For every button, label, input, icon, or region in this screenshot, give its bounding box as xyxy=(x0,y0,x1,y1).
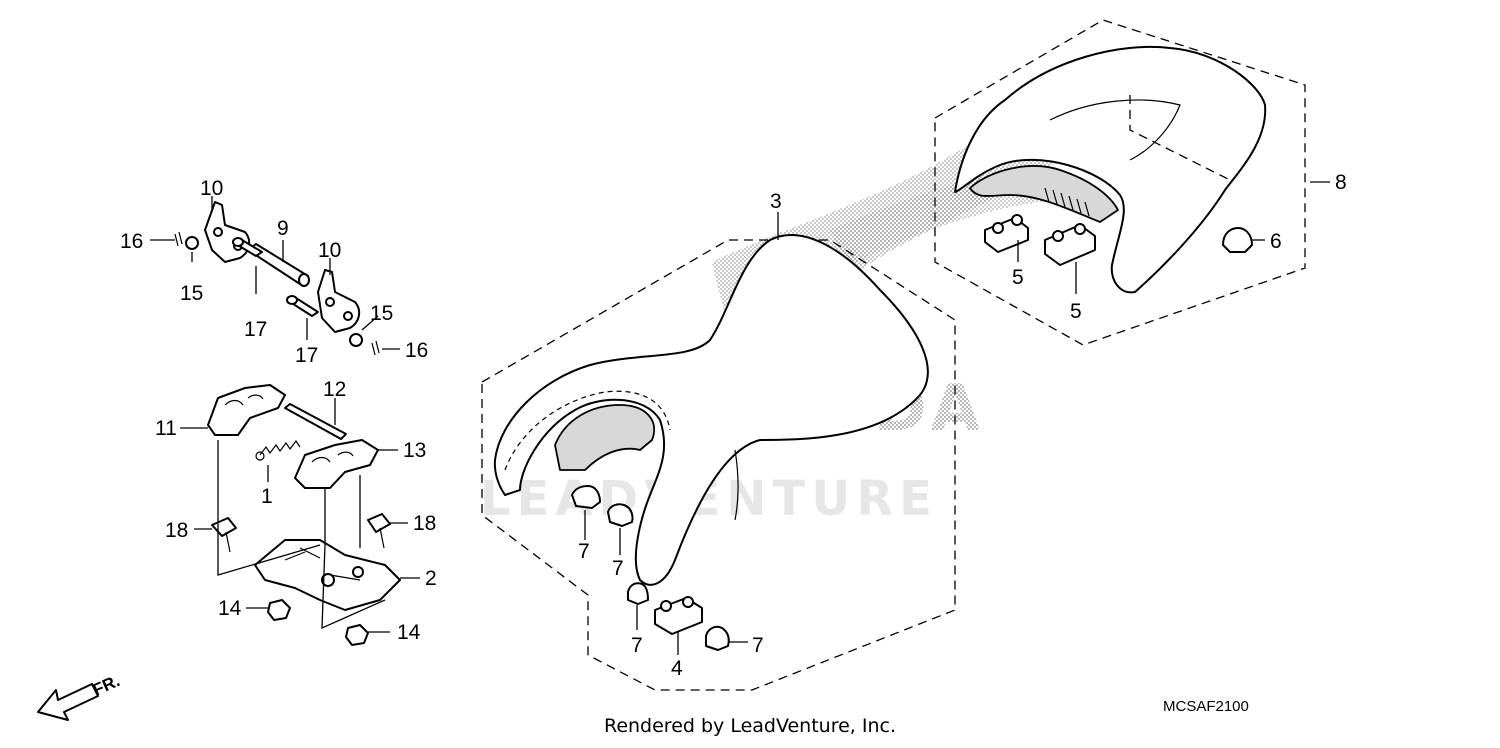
callout-18b: 18 xyxy=(413,512,436,535)
callout-1: 1 xyxy=(261,485,273,508)
main-seat-seam xyxy=(504,390,671,471)
callout-5a: 5 xyxy=(1012,266,1024,289)
callout-labels: 1 2 3 4 5 5 6 7 7 7 7 8 9 10 10 11 12 13… xyxy=(120,171,1347,680)
callout-6: 6 xyxy=(1270,230,1282,253)
callout-17a: 17 xyxy=(244,318,267,341)
callout-8: 8 xyxy=(1335,171,1347,194)
main-seat-rubber-d xyxy=(705,625,730,651)
callout-17b: 17 xyxy=(295,344,318,367)
callout-7b: 7 xyxy=(612,557,624,580)
hinge-washer-left xyxy=(185,236,199,250)
rear-seat-contour xyxy=(1049,99,1181,161)
callout-9: 9 xyxy=(277,217,289,240)
callout-12: 12 xyxy=(323,378,346,401)
lock-bolt-left xyxy=(211,517,237,553)
lock-group-line-right xyxy=(321,488,386,630)
callout-7d: 7 xyxy=(752,634,764,657)
rear-seat-bracket-a xyxy=(984,214,1029,253)
hinge-bracket-right xyxy=(317,269,361,333)
callout-15a: 15 xyxy=(180,282,203,305)
rear-seat-cushion-rubber xyxy=(1222,227,1253,253)
seat-lock-assembly xyxy=(180,384,420,646)
main-seat-underside xyxy=(554,404,655,471)
lock-base-plate xyxy=(254,539,401,611)
hinge-clip-right xyxy=(371,340,380,356)
callout-18a: 18 xyxy=(165,519,188,542)
main-seat-rubber-a xyxy=(571,485,601,509)
callout-3: 3 xyxy=(770,190,782,213)
diagram-code: MCSAF2100 xyxy=(1163,698,1249,715)
main-seat-cushion xyxy=(493,234,929,586)
lock-bolt-right xyxy=(367,513,391,549)
hinge-assembly xyxy=(150,196,400,356)
rear-seat-underside xyxy=(969,165,1119,223)
lock-rod xyxy=(284,403,347,440)
callout-4: 4 xyxy=(671,657,683,680)
main-seat-bracket xyxy=(654,596,703,635)
callout-5b: 5 xyxy=(1070,300,1082,323)
main-seat-group xyxy=(481,212,956,691)
lock-group-line-left xyxy=(217,440,321,576)
hinge-washer-right xyxy=(349,333,363,347)
callout-15b: 15 xyxy=(370,302,393,325)
callout-11: 11 xyxy=(155,417,177,440)
rear-seat-frame xyxy=(934,19,1306,346)
callout-7a: 7 xyxy=(578,540,590,563)
main-seat-rubber-c xyxy=(627,582,649,605)
main-seat-crease xyxy=(734,449,739,521)
main-seat-rubber-b xyxy=(607,503,634,527)
rear-seat-group xyxy=(934,19,1330,346)
hinge-bolt-b xyxy=(286,295,319,317)
callout-10a: 10 xyxy=(200,177,223,200)
rear-seat-hidden-line xyxy=(1129,95,1231,181)
callout-14b: 14 xyxy=(397,621,421,644)
callout-13: 13 xyxy=(403,439,426,462)
lock-nut-left xyxy=(267,599,291,621)
footer-credit: Rendered by LeadVenture, Inc. xyxy=(603,715,897,737)
rear-seat-bracket-b xyxy=(1044,223,1096,266)
callout-16a: 16 xyxy=(120,230,143,253)
rear-seat-rib xyxy=(1044,187,1090,217)
hinge-clip-left xyxy=(174,231,183,247)
lock-spring xyxy=(255,439,301,461)
front-direction-indicator: FR. xyxy=(37,671,123,721)
front-arrow-icon xyxy=(37,683,99,721)
rear-seat-cushion xyxy=(954,45,1267,294)
callout-16b: 16 xyxy=(405,339,428,362)
callout-10b: 10 xyxy=(318,239,341,262)
callout-14a: 14 xyxy=(218,597,242,620)
lock-nut-right xyxy=(345,624,369,646)
callout-7c: 7 xyxy=(631,634,643,657)
callout-2: 2 xyxy=(425,567,437,590)
lock-plate-upper xyxy=(207,384,286,436)
hinge-bolt-a xyxy=(232,237,263,257)
lock-plate-lower xyxy=(294,439,379,489)
front-indicator-label: FR. xyxy=(90,671,123,699)
